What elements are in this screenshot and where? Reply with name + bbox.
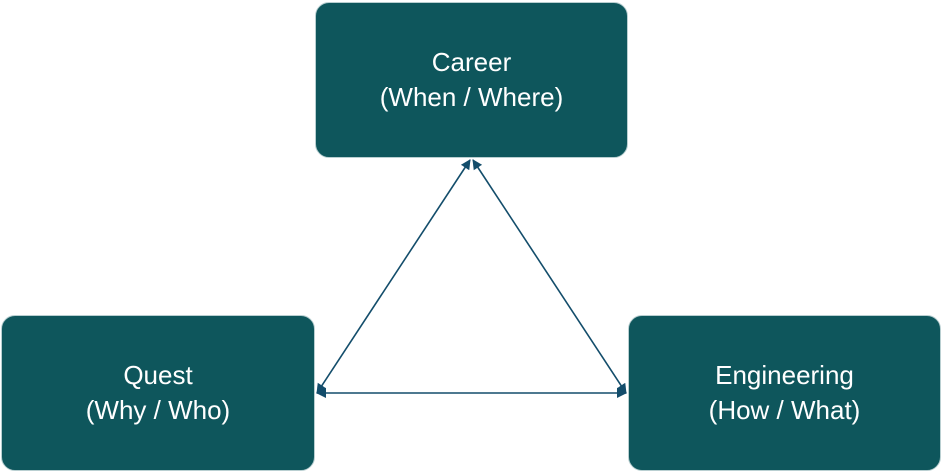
quest-node[interactable]: Quest (Why / Who): [1, 315, 315, 471]
engineering-node[interactable]: Engineering (How / What): [628, 315, 941, 471]
quest-node-subtitle: (Why / Who): [85, 395, 231, 425]
engineering-node-title: Engineering: [715, 360, 854, 390]
career-node-title: Career: [431, 47, 512, 77]
quest-node-title: Quest: [123, 360, 193, 390]
edge-career-quest[interactable]: [316, 159, 471, 394]
engineering-node-subtitle: (How / What): [708, 395, 861, 425]
edge-career-engineering[interactable]: [472, 159, 627, 394]
career-node[interactable]: Career (When / Where): [315, 2, 628, 158]
career-node-subtitle: (When / Where): [379, 82, 564, 112]
